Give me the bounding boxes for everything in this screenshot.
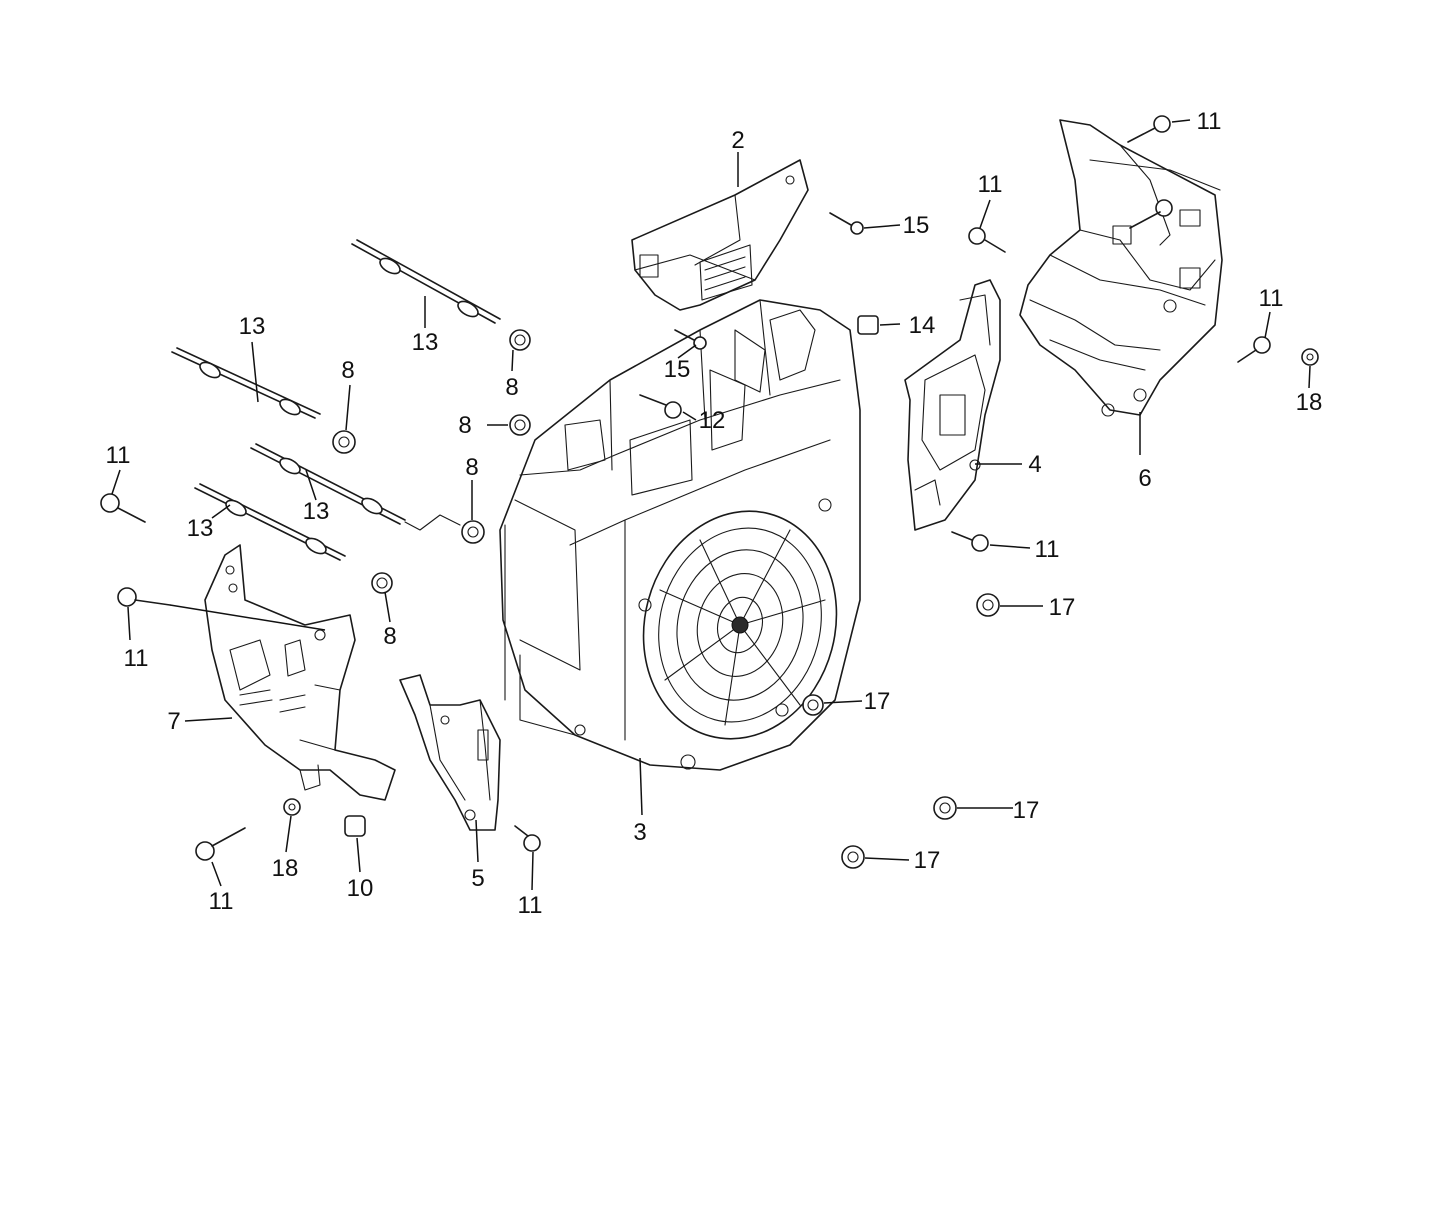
callout-8: 8: [383, 623, 396, 650]
left-side-plate-7: [204, 544, 396, 801]
callout-15: 15: [903, 212, 930, 239]
callout-8: 8: [465, 454, 478, 481]
callout-12: 12: [699, 407, 726, 434]
callout-labels: 2 3 4 5 6 7 8 8 8 8 8 10 11 11 11 11 11 …: [106, 108, 1323, 919]
callout-14: 14: [909, 312, 936, 339]
callout-17: 17: [1013, 797, 1040, 824]
callout-3: 3: [633, 819, 646, 846]
callout-8: 8: [458, 412, 471, 439]
stud-bolts: [171, 239, 501, 561]
callout-4: 4: [1028, 451, 1041, 478]
callout-13: 13: [303, 498, 330, 525]
fan-shroud: [499, 299, 861, 771]
callout-17: 17: [1049, 594, 1076, 621]
callout-13: 13: [239, 313, 266, 340]
small-bracket-5: [399, 674, 501, 831]
callout-15: 15: [664, 356, 691, 383]
callout-7: 7: [167, 708, 180, 735]
callout-10: 10: [347, 875, 374, 902]
side-bracket-4: [904, 279, 1001, 531]
callout-8: 8: [341, 357, 354, 384]
callout-11: 11: [1259, 285, 1284, 312]
callout-18: 18: [1296, 389, 1323, 416]
callout-2: 2: [731, 127, 744, 154]
leader-lines: [111, 119, 1311, 891]
callout-8: 8: [505, 374, 518, 401]
callout-13: 13: [412, 329, 439, 356]
callout-6: 6: [1138, 465, 1151, 492]
callout-17: 17: [864, 688, 891, 715]
callout-11: 11: [209, 888, 234, 915]
fasteners: [100, 115, 1319, 869]
top-cover: [631, 159, 809, 311]
callout-11: 11: [1197, 108, 1222, 135]
callout-11: 11: [518, 892, 543, 919]
callout-5: 5: [471, 865, 484, 892]
callout-11: 11: [106, 442, 131, 469]
callout-18: 18: [272, 855, 299, 882]
callout-17: 17: [914, 847, 941, 874]
callout-11: 11: [124, 645, 149, 672]
callout-11: 11: [1035, 536, 1060, 563]
rear-shroud-6: [1019, 119, 1223, 417]
callout-13: 13: [187, 515, 214, 542]
callout-11: 11: [978, 171, 1003, 198]
